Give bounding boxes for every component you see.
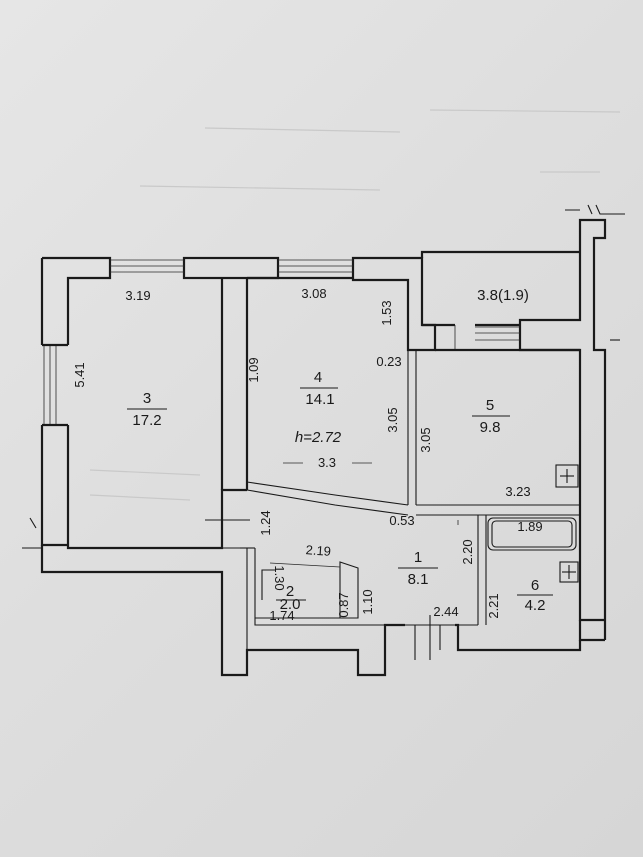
dim-hall-0-53: 0.53: [389, 513, 414, 528]
room-1-area: 8.1: [408, 571, 429, 588]
room-4-area: 14.1: [305, 391, 334, 408]
room-2-area: 2.0: [280, 596, 301, 613]
dim-room4-bottom: 3.3: [318, 455, 336, 470]
room-3-area: 17.2: [132, 412, 161, 429]
dim-bath-2-21: 2.21: [486, 593, 501, 618]
balcony-label: 3.8(1.9): [477, 287, 529, 304]
dim-room3-width: 3.19: [125, 288, 150, 303]
room-2-number: 2: [286, 583, 294, 600]
dim-room4-depth: 3.05: [385, 407, 400, 432]
dim-wall-1-09: 1.09: [246, 357, 261, 382]
room-5-number: 5: [486, 397, 494, 414]
dim-room3-length: 5.41: [72, 362, 87, 387]
dim-room5-depth: 3.05: [418, 427, 433, 452]
dim-hall-1-10: 1.10: [360, 589, 375, 614]
dim-hall-2-19: 2.19: [305, 542, 331, 559]
background-marks: [89, 109, 621, 501]
room-1-number: 1: [414, 549, 422, 566]
interior-partitions: [222, 276, 580, 660]
dim-closet-1-74: 1.74: [269, 608, 294, 623]
dim-hall-2-44: 2.44: [433, 604, 458, 619]
dim-bath-1-89: 1.89: [517, 519, 542, 534]
dim-wall-0-23: 0.23: [376, 354, 401, 369]
dim-closet-0-87: 0.87: [336, 592, 351, 617]
ceiling-height: h=2.72: [295, 429, 342, 446]
dim-hall-1-24: 1.24: [258, 510, 273, 535]
dim-hall-2-20: 2.20: [460, 539, 475, 564]
break-marks: [22, 204, 625, 549]
bathroom-fixtures: [487, 464, 579, 583]
dim-room4-width: 3.08: [301, 286, 326, 301]
dim-room5-width: 3.23: [505, 484, 530, 499]
room-4-number: 4: [314, 369, 322, 386]
room-3-number: 3: [143, 390, 151, 407]
windows: [42, 259, 520, 427]
room-5-area: 9.8: [480, 419, 501, 436]
dim-closet-1-30: 1.30: [272, 565, 287, 590]
dimension-lines: [269, 462, 459, 568]
dim-wall-1-53: 1.53: [379, 300, 394, 325]
room-6-area: 4.2: [525, 597, 546, 614]
room-6-number: 6: [531, 577, 539, 594]
